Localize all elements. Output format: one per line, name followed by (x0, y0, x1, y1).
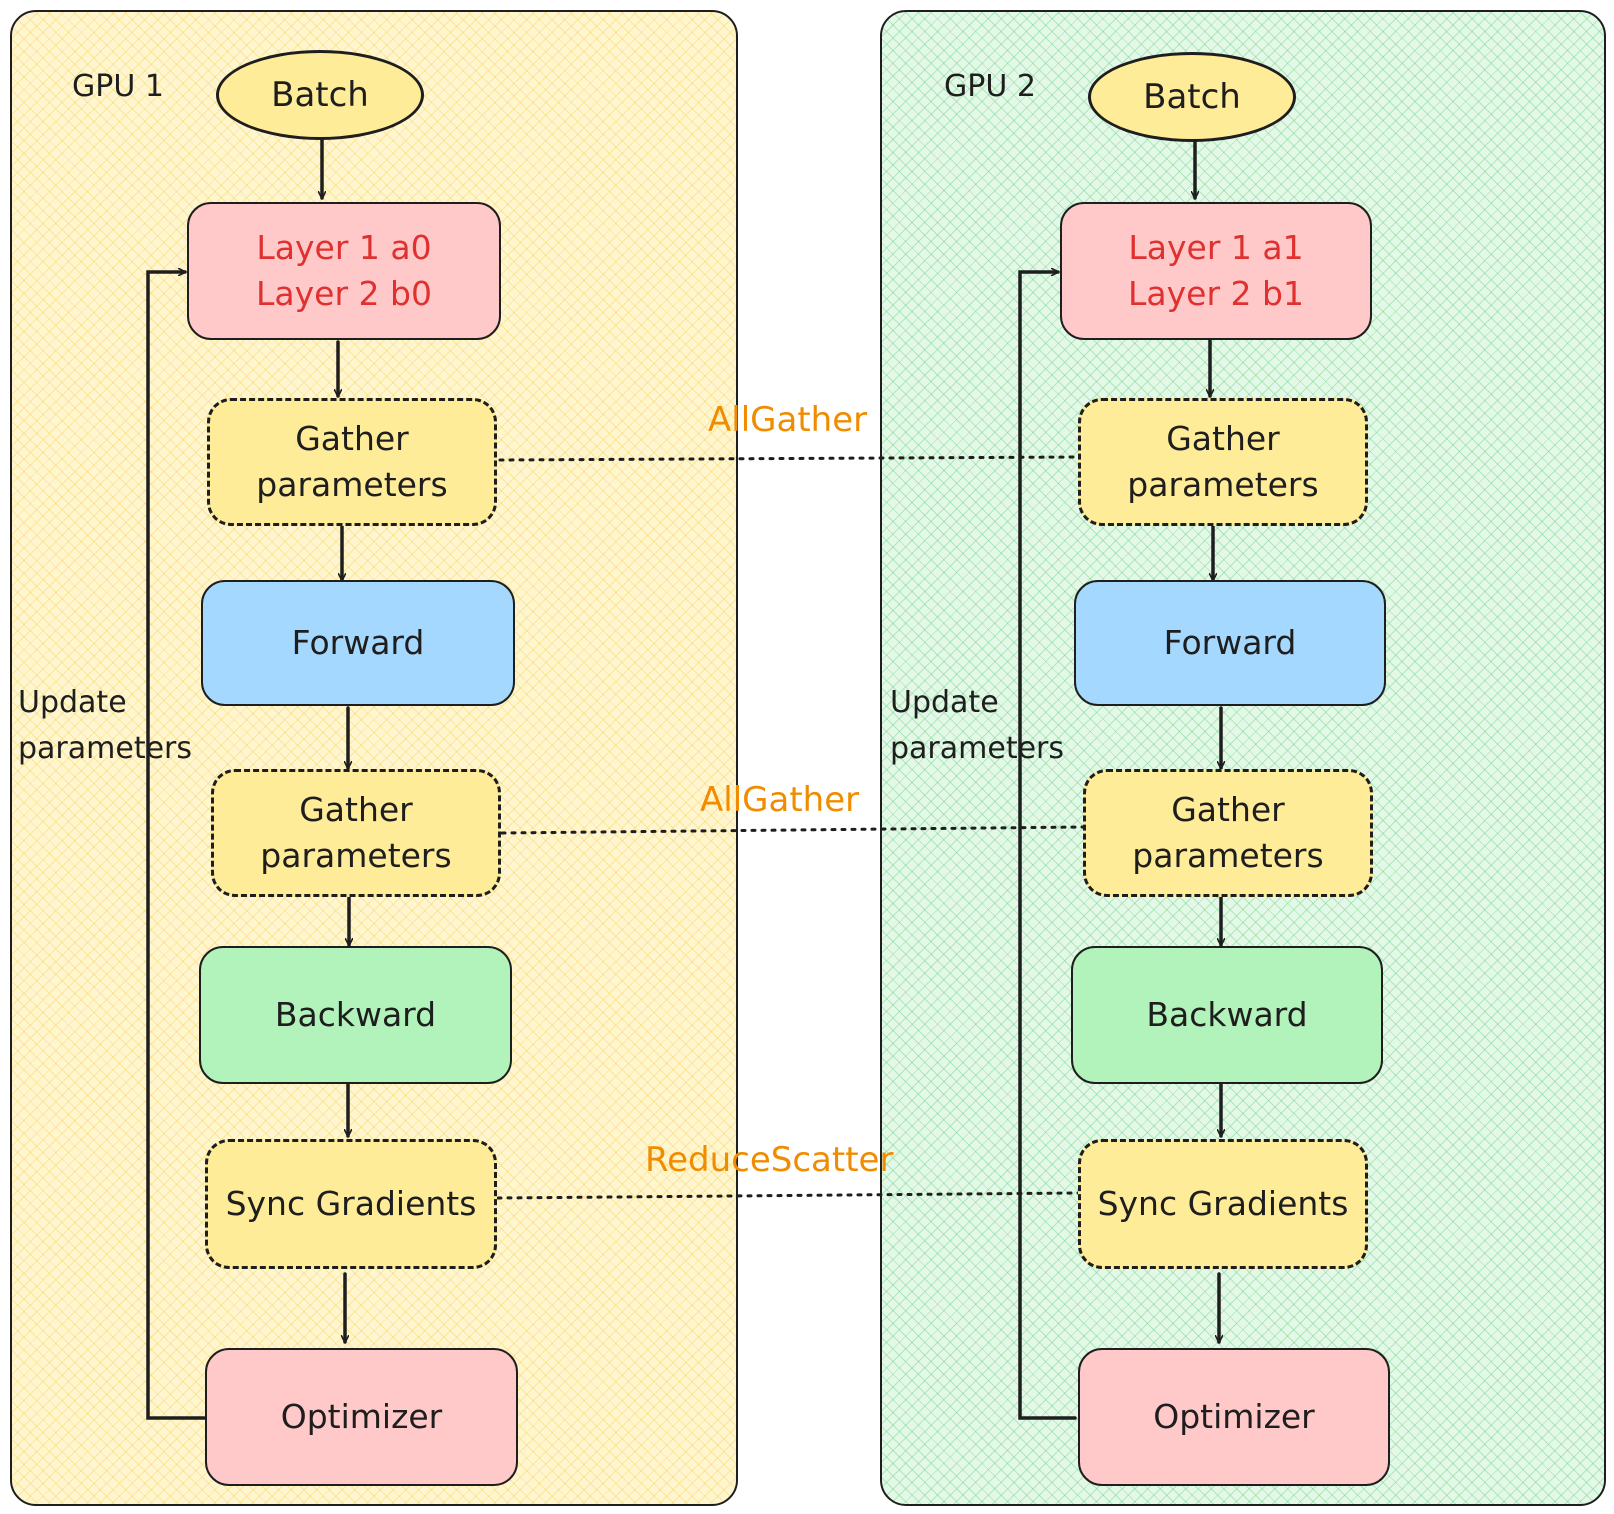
gpu2-sync-gradients-node: Sync Gradients (1078, 1139, 1368, 1269)
gpu1-layer-node: Layer 1 a0 Layer 2 b0 (187, 202, 501, 340)
gpu1-update-label: Update parameters (18, 680, 192, 772)
gpu1-gather-params-1: Gather parameters (207, 398, 497, 526)
gpu1-layer-line-2: Layer 2 b0 (256, 274, 432, 313)
gpu2-gather2-line-1: Gather (1171, 790, 1285, 829)
gpu1-forward-node: Forward (201, 580, 515, 706)
gpu2-layer-node: Layer 1 a1 Layer 2 b1 (1060, 202, 1372, 340)
allgather-label-2: AllGather (700, 780, 860, 820)
gpu1-gather1-line-2: parameters (256, 465, 448, 504)
gpu1-batch-node: Batch (216, 50, 424, 140)
gpu1-label: GPU 1 (72, 69, 164, 104)
gpu1-update-line-1: Update (18, 685, 127, 720)
gpu2-update-label: Update parameters (890, 680, 1064, 772)
gpu1-forward-text: Forward (291, 623, 425, 662)
reducescatter-line (496, 1191, 1080, 1200)
gpu2-sync-text: Sync Gradients (1097, 1184, 1349, 1223)
allgather-line-2 (500, 825, 1085, 835)
gpu1-gather2-line-2: parameters (260, 836, 452, 875)
gpu1-gather2-line-1: Gather (299, 790, 413, 829)
gpu2-layer-line-1: Layer 1 a1 (1128, 228, 1304, 267)
gpu2-gather1-line-2: parameters (1127, 465, 1319, 504)
allgather-line-1 (498, 455, 1080, 462)
gpu1-update-loop (146, 272, 206, 1420)
gpu1-batch-text: Batch (271, 75, 369, 115)
gpu2-gather1-line-1: Gather (1166, 419, 1280, 458)
gpu2-label: GPU 2 (944, 69, 1036, 104)
reducescatter-label: ReduceScatter (645, 1140, 894, 1180)
gpu2-gather-params-1: Gather parameters (1078, 398, 1368, 526)
gpu2-layer-line-2: Layer 2 b1 (1128, 274, 1304, 313)
gpu1-layer-line-1: Layer 1 a0 (256, 228, 432, 267)
gpu2-gather2-line-2: parameters (1132, 836, 1324, 875)
allgather-label-1: AllGather (708, 400, 868, 440)
gpu2-batch-node: Batch (1088, 52, 1296, 142)
gpu2-update-line-2: parameters (890, 731, 1065, 766)
gpu1-sync-text: Sync Gradients (225, 1184, 477, 1223)
gpu1-backward-text: Backward (274, 995, 437, 1034)
gpu2-forward-text: Forward (1163, 623, 1297, 662)
gpu1-gather1-line-1: Gather (295, 419, 409, 458)
gpu1-sync-gradients-node: Sync Gradients (205, 1139, 497, 1269)
gpu1-optimizer-node: Optimizer (205, 1348, 518, 1486)
gpu2-batch-text: Batch (1143, 77, 1241, 117)
gpu1-gather-params-2: Gather parameters (211, 769, 501, 897)
gpu2-update-loop (1018, 272, 1077, 1420)
gpu2-gather-params-2: Gather parameters (1083, 769, 1373, 897)
gpu2-backward-node: Backward (1071, 946, 1383, 1084)
gpu1-update-line-2: parameters (18, 731, 193, 766)
gpu2-backward-text: Backward (1146, 995, 1308, 1034)
gpu2-optimizer-node: Optimizer (1078, 1348, 1390, 1486)
gpu1-backward-node: Backward (199, 946, 512, 1084)
gpu2-forward-node: Forward (1074, 580, 1386, 706)
gpu1-optimizer-text: Optimizer (280, 1397, 443, 1436)
gpu2-optimizer-text: Optimizer (1153, 1397, 1315, 1436)
gpu2-update-line-1: Update (890, 685, 999, 720)
